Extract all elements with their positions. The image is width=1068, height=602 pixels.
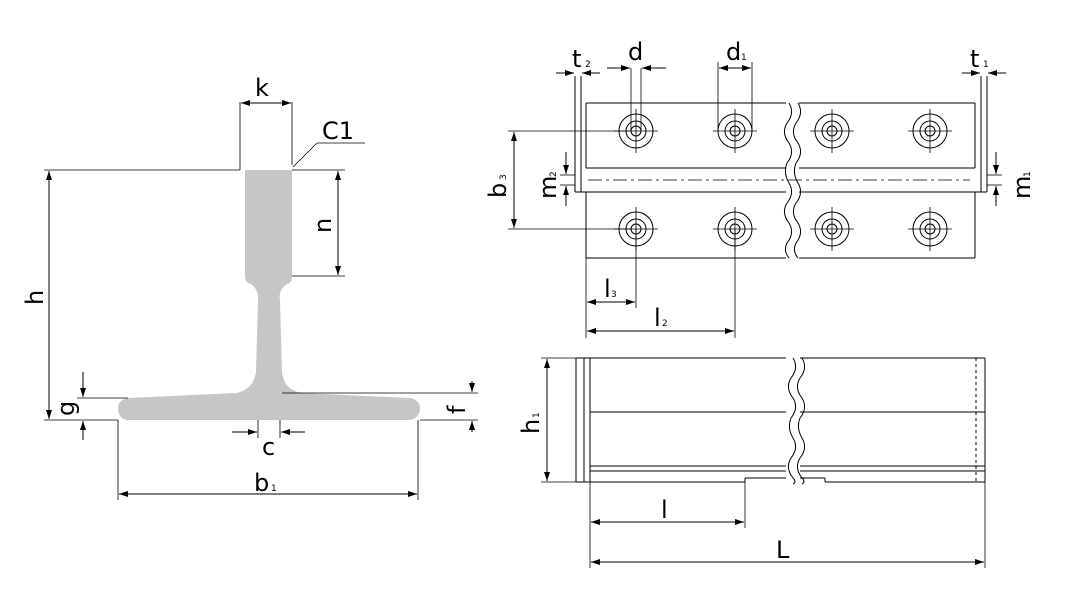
label-h: h (21, 290, 49, 305)
label-h1: h (517, 419, 545, 434)
label-m2: m (534, 176, 562, 199)
label-d1-sub: 1 (741, 53, 747, 63)
rail-cross-section: k C1 h n g f c b (21, 74, 478, 500)
label-m1-sub: 1 (1023, 171, 1033, 177)
label-m2-sub: 2 (549, 171, 559, 177)
label-b1: b (254, 469, 269, 497)
label-l3-sub: 3 (611, 290, 617, 300)
plan-view: t 2 d d 1 t 1 b 3 m 2 (484, 38, 1036, 338)
rail-profile-shape (118, 170, 420, 420)
label-t1-sub: 1 (983, 60, 989, 70)
bolt-holes-bottom (614, 207, 952, 251)
label-l3: l (604, 275, 611, 303)
label-l2: l (654, 304, 661, 332)
label-b1-sub: 1 (271, 484, 277, 494)
label-h1-sub: 1 (532, 412, 542, 418)
label-L: L (776, 536, 790, 564)
side-view: h 1 l L (517, 357, 986, 568)
label-b3-sub: 3 (499, 174, 509, 180)
label-c: c (262, 433, 275, 461)
label-t2: t (572, 45, 581, 73)
label-d1: d (726, 38, 741, 66)
label-t2-sub: 2 (585, 60, 591, 70)
label-m1: m (1008, 176, 1036, 199)
label-f: f (443, 405, 471, 414)
label-l: l (661, 496, 668, 524)
label-k: k (255, 74, 269, 102)
label-n: n (309, 218, 337, 233)
label-d: d (628, 38, 643, 66)
label-g: g (52, 401, 80, 416)
bolt-holes-top (614, 109, 952, 153)
label-c1: C1 (322, 117, 354, 145)
label-t1: t (970, 45, 979, 73)
label-b3: b (484, 183, 512, 198)
label-l2-sub: 2 (662, 319, 668, 329)
